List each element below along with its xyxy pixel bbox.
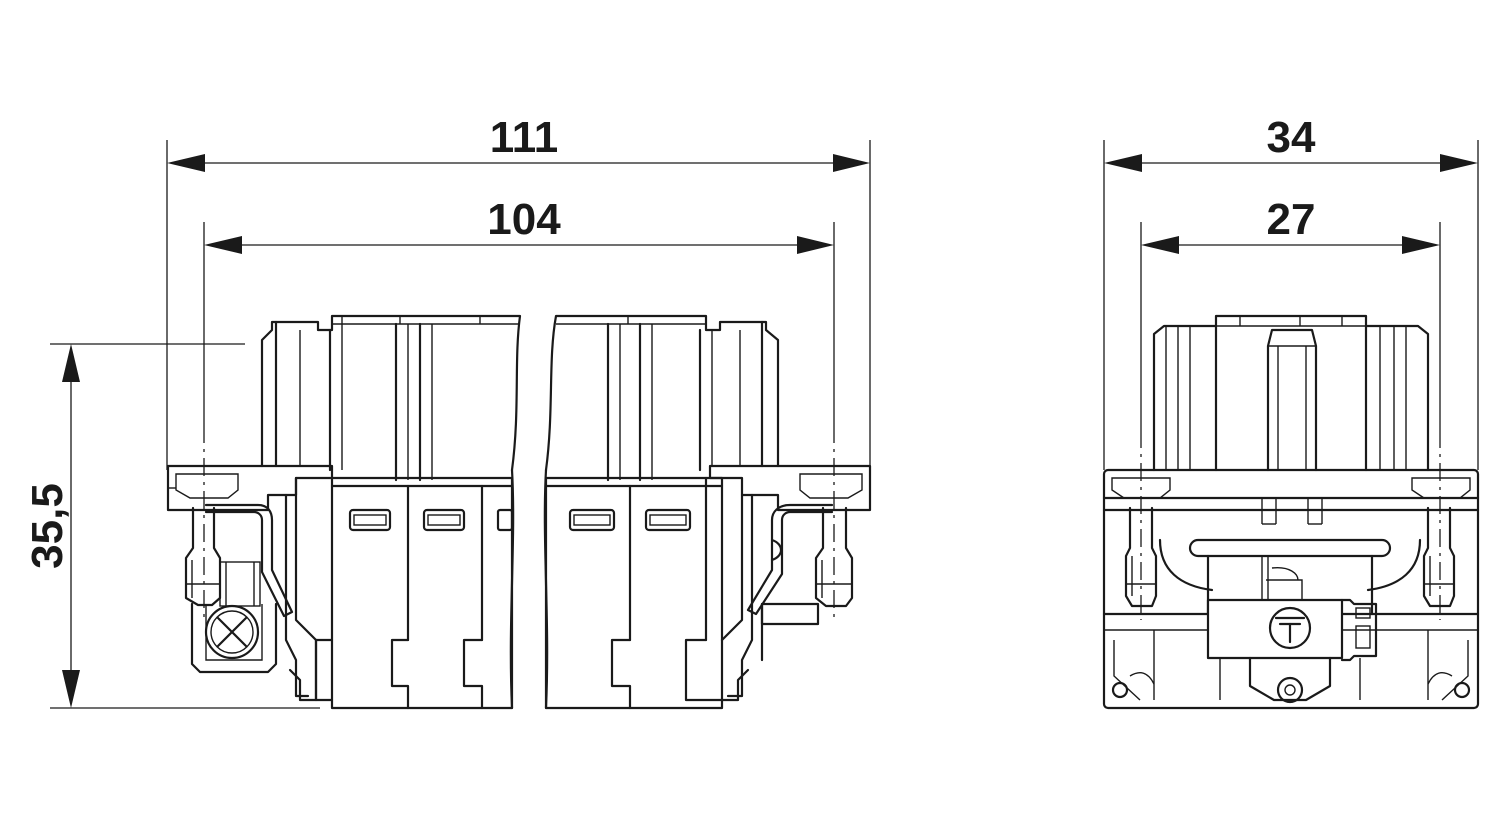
front-flange-right — [708, 464, 872, 512]
dimension-height: 35,5 — [23, 343, 320, 709]
contact-window — [644, 508, 692, 532]
contact-window — [422, 508, 466, 532]
side-corner-screw-right — [1453, 681, 1471, 699]
dimension-label-104: 104 — [487, 195, 561, 244]
side-guide-pin-left — [1124, 506, 1158, 608]
contact-window — [568, 508, 616, 532]
side-earth-block — [1206, 598, 1344, 660]
dimension-label-27: 27 — [1267, 195, 1316, 244]
dimension-side-overall-width: 34 — [1103, 113, 1479, 470]
front-view — [166, 314, 872, 710]
dimension-label-35-5: 35,5 — [23, 483, 72, 569]
side-corner-screw-left — [1111, 681, 1129, 699]
side-centre-slot — [1188, 538, 1392, 558]
dimension-overall-width: 111 — [166, 113, 871, 470]
front-latch-left — [204, 503, 294, 618]
front-upper-body-left — [260, 314, 522, 472]
dimension-side-mounting-width: 27 — [1140, 195, 1441, 430]
cross-screw-icon — [210, 610, 254, 654]
contact-window — [496, 508, 514, 532]
front-screw-clamp — [190, 602, 278, 674]
side-view — [1102, 314, 1480, 710]
front-flange-left — [166, 464, 334, 512]
dimension-mounting-width: 104 — [203, 195, 835, 425]
front-contact-modules-right — [544, 476, 724, 710]
front-guide-pin-left — [184, 506, 222, 607]
side-guide-pin-right — [1422, 506, 1456, 608]
protective-earth-icon — [1268, 606, 1312, 650]
front-guide-pin-right — [814, 506, 854, 608]
dimension-label-111: 111 — [490, 113, 559, 162]
front-upper-body-right — [544, 314, 780, 472]
contact-window — [348, 508, 392, 532]
front-latch-right — [746, 503, 834, 616]
front-contact-modules-left — [330, 476, 514, 710]
side-housing-frame — [1102, 468, 1480, 710]
side-bottom-screw — [1276, 676, 1304, 704]
dimension-label-34: 34 — [1267, 113, 1316, 162]
side-upper-body — [1152, 314, 1430, 472]
